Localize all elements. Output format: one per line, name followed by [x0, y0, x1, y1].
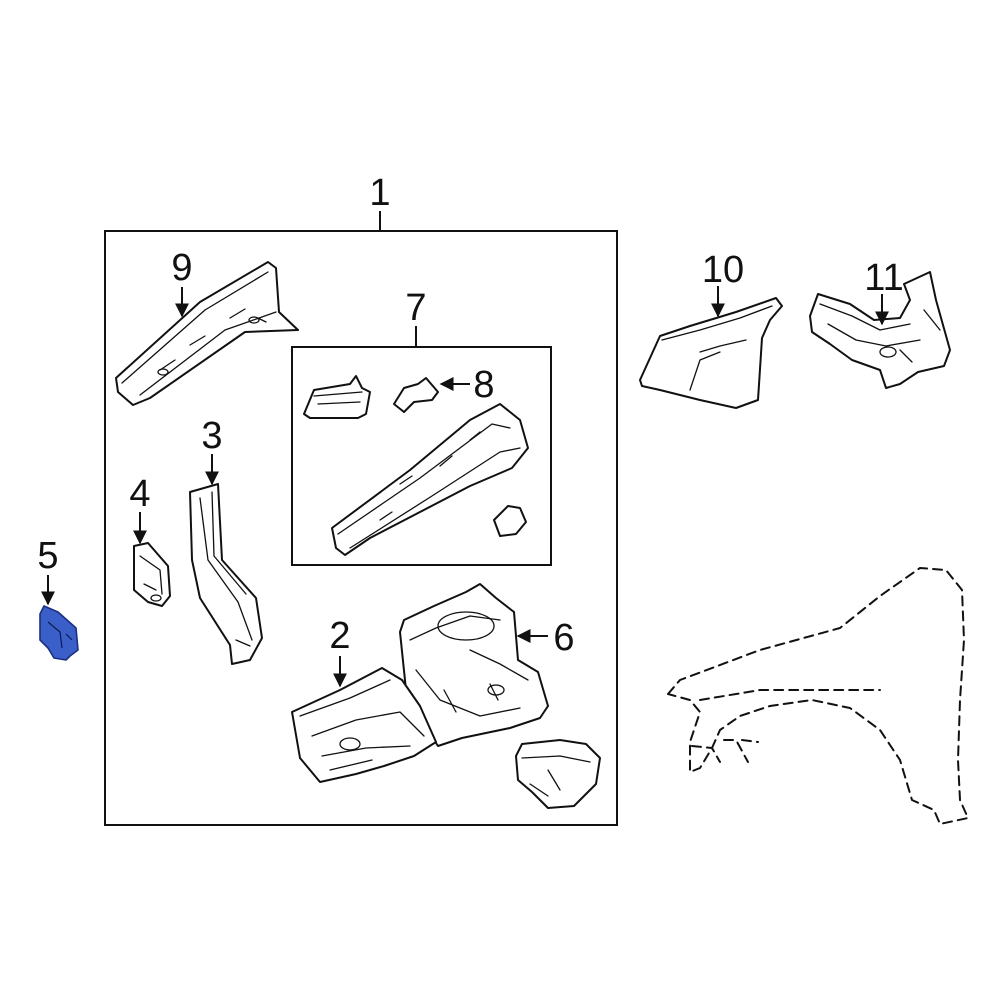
callout-8[interactable]: 8 — [473, 364, 494, 406]
part-8-bracket[interactable] — [393, 377, 439, 413]
callout-9[interactable]: 9 — [171, 247, 192, 289]
callout-3[interactable]: 3 — [201, 415, 222, 457]
part-2-front-apron[interactable] — [291, 667, 437, 783]
callout-5[interactable]: 5 — [37, 535, 58, 577]
callout-10[interactable]: 10 — [702, 249, 744, 291]
callout-7[interactable]: 7 — [405, 287, 426, 329]
subassembly-frame — [291, 346, 552, 566]
fender-reference-outline — [667, 567, 969, 825]
part-7-cap[interactable] — [493, 505, 527, 537]
callout-6[interactable]: 6 — [553, 617, 574, 659]
part-3-pillar-bracket[interactable] — [189, 483, 263, 665]
part-4-gusset[interactable] — [133, 542, 171, 607]
callout-11[interactable]: 11 — [864, 257, 903, 299]
assembly-frame — [104, 230, 618, 826]
part-5-highlighted-bracket[interactable] — [39, 605, 79, 661]
part-10-apron-extension[interactable] — [639, 297, 783, 409]
part-11-brace[interactable] — [809, 271, 951, 389]
callout-4[interactable]: 4 — [129, 473, 150, 515]
part-9-upper-rail[interactable] — [115, 261, 299, 406]
part-7-plate[interactable] — [303, 375, 371, 419]
callout-1[interactable]: 1 — [369, 172, 390, 214]
callout-2[interactable]: 2 — [329, 615, 350, 657]
part-mount-block[interactable] — [515, 739, 601, 809]
part-7-main-rail[interactable] — [331, 403, 529, 556]
